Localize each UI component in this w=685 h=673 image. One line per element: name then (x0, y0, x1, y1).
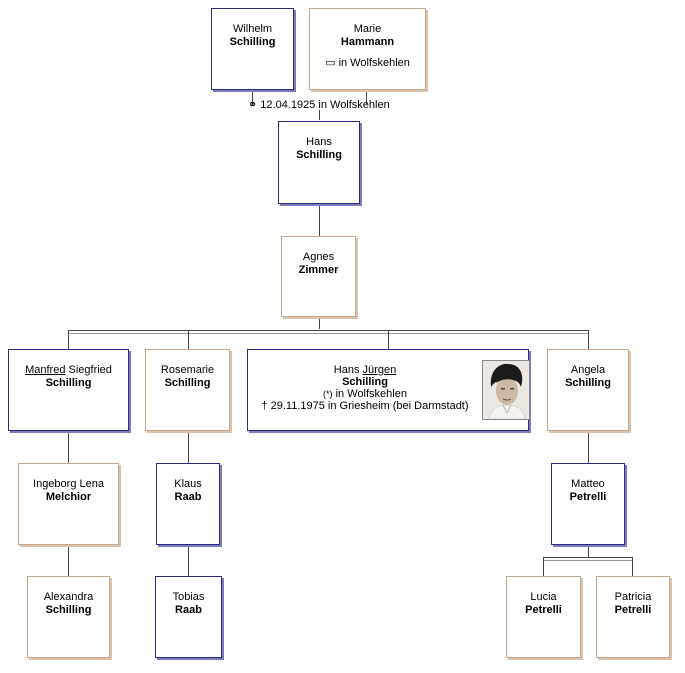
connector-line (588, 545, 589, 557)
given-name: Agnes (302, 251, 335, 263)
connector-line (543, 557, 633, 558)
surname: Petrelli (614, 604, 652, 616)
surname: Schilling (229, 36, 276, 48)
death-cross-icon: † (261, 400, 268, 412)
connector-line (543, 557, 544, 576)
person-matteo-petrelli[interactable]: Matteo Petrelli (551, 463, 625, 545)
given-name: Rosemarie (160, 364, 215, 376)
surname: Raab (175, 604, 202, 616)
death-text: 29.11.1975 in Griesheim (bei Darmstadt) (270, 400, 469, 412)
birth-icon: ▭ (325, 57, 336, 69)
connector-line (319, 110, 320, 120)
connector-line (252, 90, 253, 104)
given-name: Angela (570, 364, 606, 376)
connector-line (632, 557, 633, 576)
portrait-icon (483, 361, 529, 420)
given-name: Ingeborg Lena (33, 478, 104, 490)
surname: Schilling (296, 149, 342, 161)
person-wilhelm-schilling[interactable]: Wilhelm Schilling (211, 8, 294, 90)
first-name: Hans (333, 364, 360, 376)
connector-line (366, 90, 367, 104)
given-name: Lucia (530, 591, 557, 603)
person-patricia-petrelli[interactable]: Patricia Petrelli (596, 576, 670, 658)
surname: Schilling (45, 604, 92, 616)
person-manfred-schilling[interactable]: Manfred Siegfried Schilling (8, 349, 129, 431)
surname: Schilling (565, 377, 611, 389)
person-hans-schilling[interactable]: Hans Schilling (278, 121, 360, 204)
birth-icon: (*) (323, 389, 333, 399)
connector-line (319, 204, 320, 236)
marriage-info: ⚭ 12.04.1925 in Wolfskehlen (248, 98, 390, 111)
connector-line (188, 431, 189, 463)
person-ingeborg-melchior[interactable]: Ingeborg Lena Melchior (18, 463, 119, 545)
connector-line (68, 330, 69, 349)
connector-line (543, 560, 633, 561)
person-hans-juergen-schilling[interactable]: Hans Jürgen Schilling (*) in Wolfskehlen… (247, 349, 530, 431)
person-rosemarie-schilling[interactable]: Rosemarie Schilling (145, 349, 230, 431)
given-name: Hans (306, 136, 332, 148)
connector-line (588, 431, 589, 463)
surname: Raab (174, 491, 202, 503)
connector-line (68, 431, 69, 463)
call-name: Jürgen (362, 364, 397, 376)
connector-line (188, 330, 189, 349)
surname: Hammann (340, 36, 395, 48)
connector-line (68, 330, 588, 331)
given-name: Manfred Siegfried (9, 364, 128, 377)
portrait-photo (482, 360, 530, 420)
given-name: Matteo (571, 478, 605, 490)
surname: Schilling (164, 377, 211, 389)
marriage-rings-icon: ⚭ (248, 99, 258, 111)
given-name: Tobias (172, 591, 205, 603)
given-name: Alexandra (43, 591, 94, 603)
person-lucia-petrelli[interactable]: Lucia Petrelli (506, 576, 581, 658)
connector-line (68, 545, 69, 576)
given-name: Patricia (614, 591, 652, 603)
person-marie-hammann[interactable]: Marie Hammann ▭ in Wolfskehlen (309, 8, 426, 90)
connector-line (188, 545, 189, 576)
surname: Schilling (342, 376, 388, 388)
person-agnes-zimmer[interactable]: Agnes Zimmer (281, 236, 356, 317)
birth-place: in Wolfskehlen (338, 57, 410, 69)
given-name: Klaus (174, 478, 202, 490)
connector-line (319, 317, 320, 329)
call-name: Manfred (25, 364, 66, 376)
surname: Zimmer (298, 264, 339, 276)
connector-line (588, 330, 589, 349)
surname: Petrelli (569, 491, 607, 503)
surname: Schilling (45, 377, 92, 389)
birth-info: ▭ in Wolfskehlen (310, 57, 425, 70)
given-name: Hans Jürgen (248, 364, 482, 376)
given-name: Marie (353, 23, 382, 35)
death-info: † 29.11.1975 in Griesheim (bei Darmstadt… (248, 400, 482, 412)
person-alexandra-schilling[interactable]: Alexandra Schilling (27, 576, 110, 658)
birth-info: (*) in Wolfskehlen (248, 388, 482, 400)
person-klaus-raab[interactable]: Klaus Raab (156, 463, 220, 545)
connector-line (388, 330, 389, 349)
birth-place: in Wolfskehlen (335, 388, 407, 400)
middle-name: Siegfried (68, 364, 112, 376)
connector-line (68, 333, 588, 334)
marriage-date: 12.04.1925 in Wolfskehlen (260, 99, 390, 111)
surname: Petrelli (525, 604, 562, 616)
surname: Melchior (45, 491, 92, 503)
given-name: Wilhelm (232, 23, 273, 35)
person-tobias-raab[interactable]: Tobias Raab (155, 576, 222, 658)
person-angela-schilling[interactable]: Angela Schilling (547, 349, 629, 431)
